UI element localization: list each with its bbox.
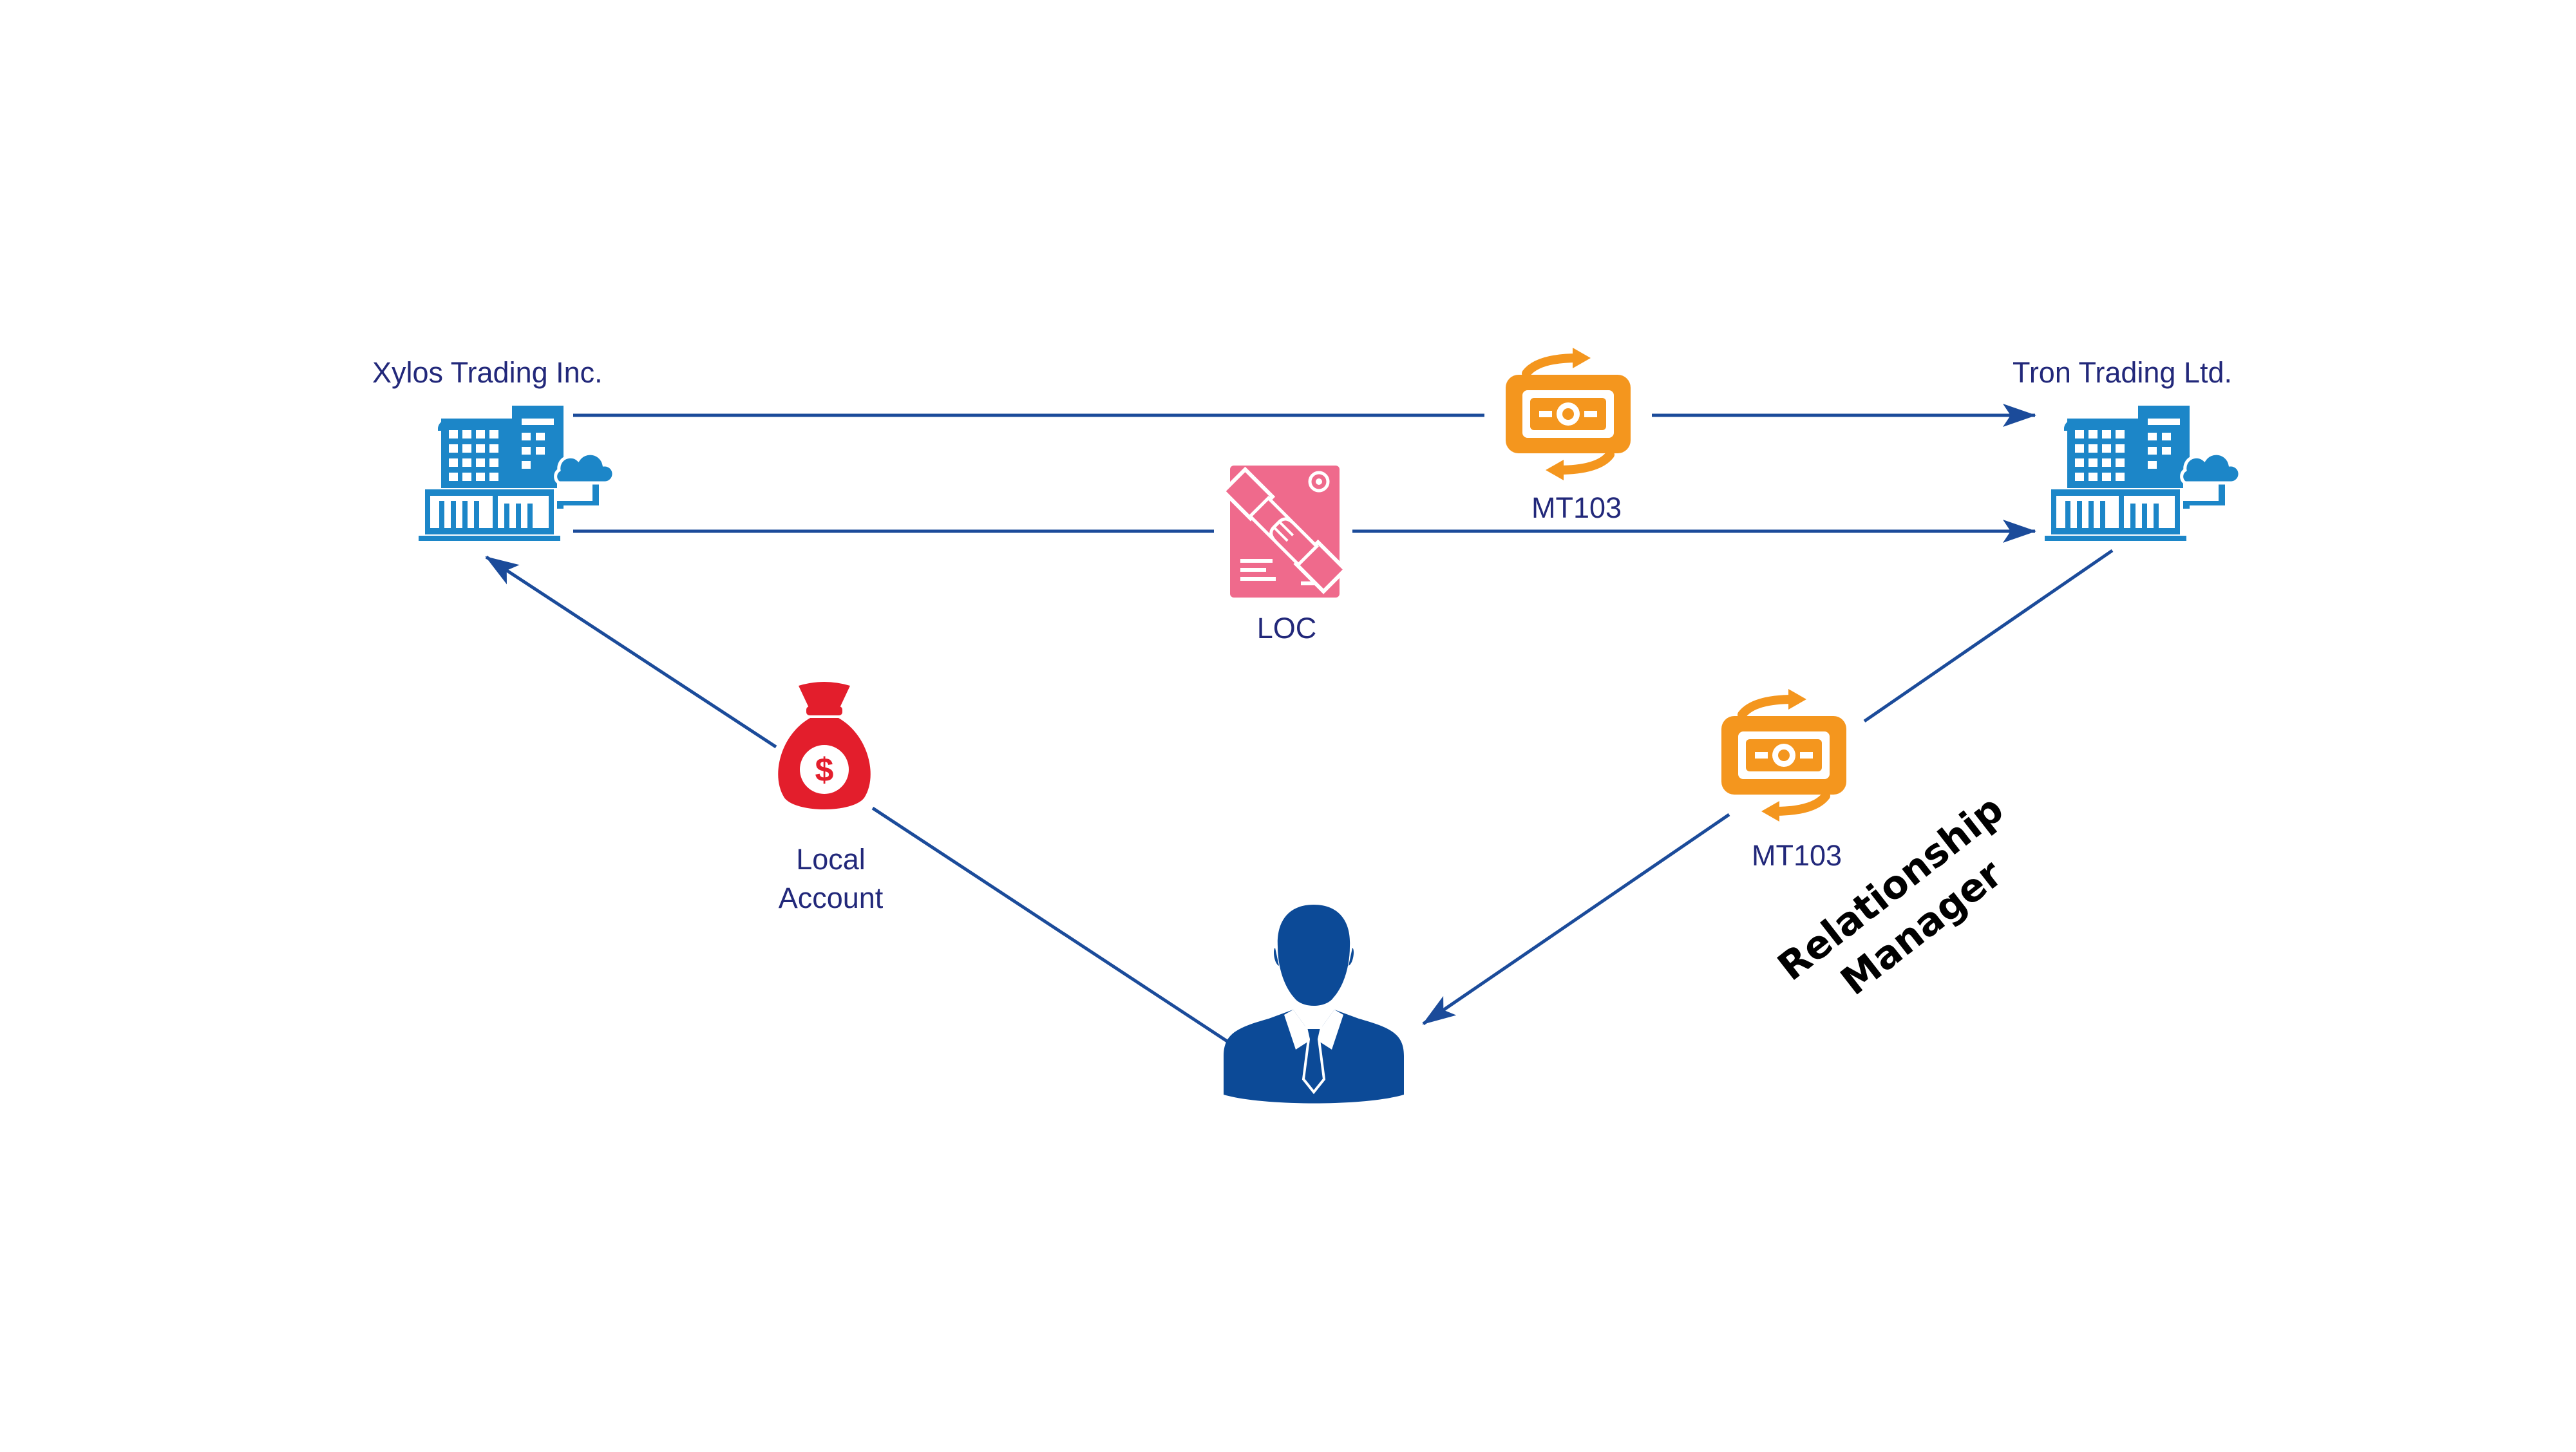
local-account-label-line2: Account — [778, 882, 884, 914]
loc-label: LOC — [1256, 612, 1317, 645]
connectors — [485, 404, 2114, 1045]
money-transfer-icon — [1506, 348, 1631, 480]
money-transfer-icon — [1721, 689, 1846, 822]
seller-company-label: Tron Trading Ltd. — [2012, 356, 2233, 389]
businessman-icon — [1224, 905, 1404, 1104]
handshake-contract-icon — [1220, 466, 1349, 598]
svg-text:$: $ — [815, 751, 834, 789]
office-building-icon — [419, 406, 616, 541]
local-account-label: Local Account — [779, 840, 884, 918]
arrow-local-account-to-buyer — [485, 555, 777, 749]
buyer-company-label: Xylos Trading Inc. — [372, 356, 603, 389]
payment-label-top: MT103 — [1531, 491, 1622, 524]
arrow-manager-to-local-account — [871, 806, 1231, 1045]
arrow-seller-to-payment-right — [1863, 549, 2114, 723]
payment-label-right: MT103 — [1751, 839, 1842, 872]
local-account-label-line1: Local — [796, 843, 866, 876]
office-building-icon — [2045, 406, 2242, 541]
arrow-payment-to-manager — [1422, 813, 1730, 1026]
money-bag-icon: $ — [778, 682, 871, 809]
